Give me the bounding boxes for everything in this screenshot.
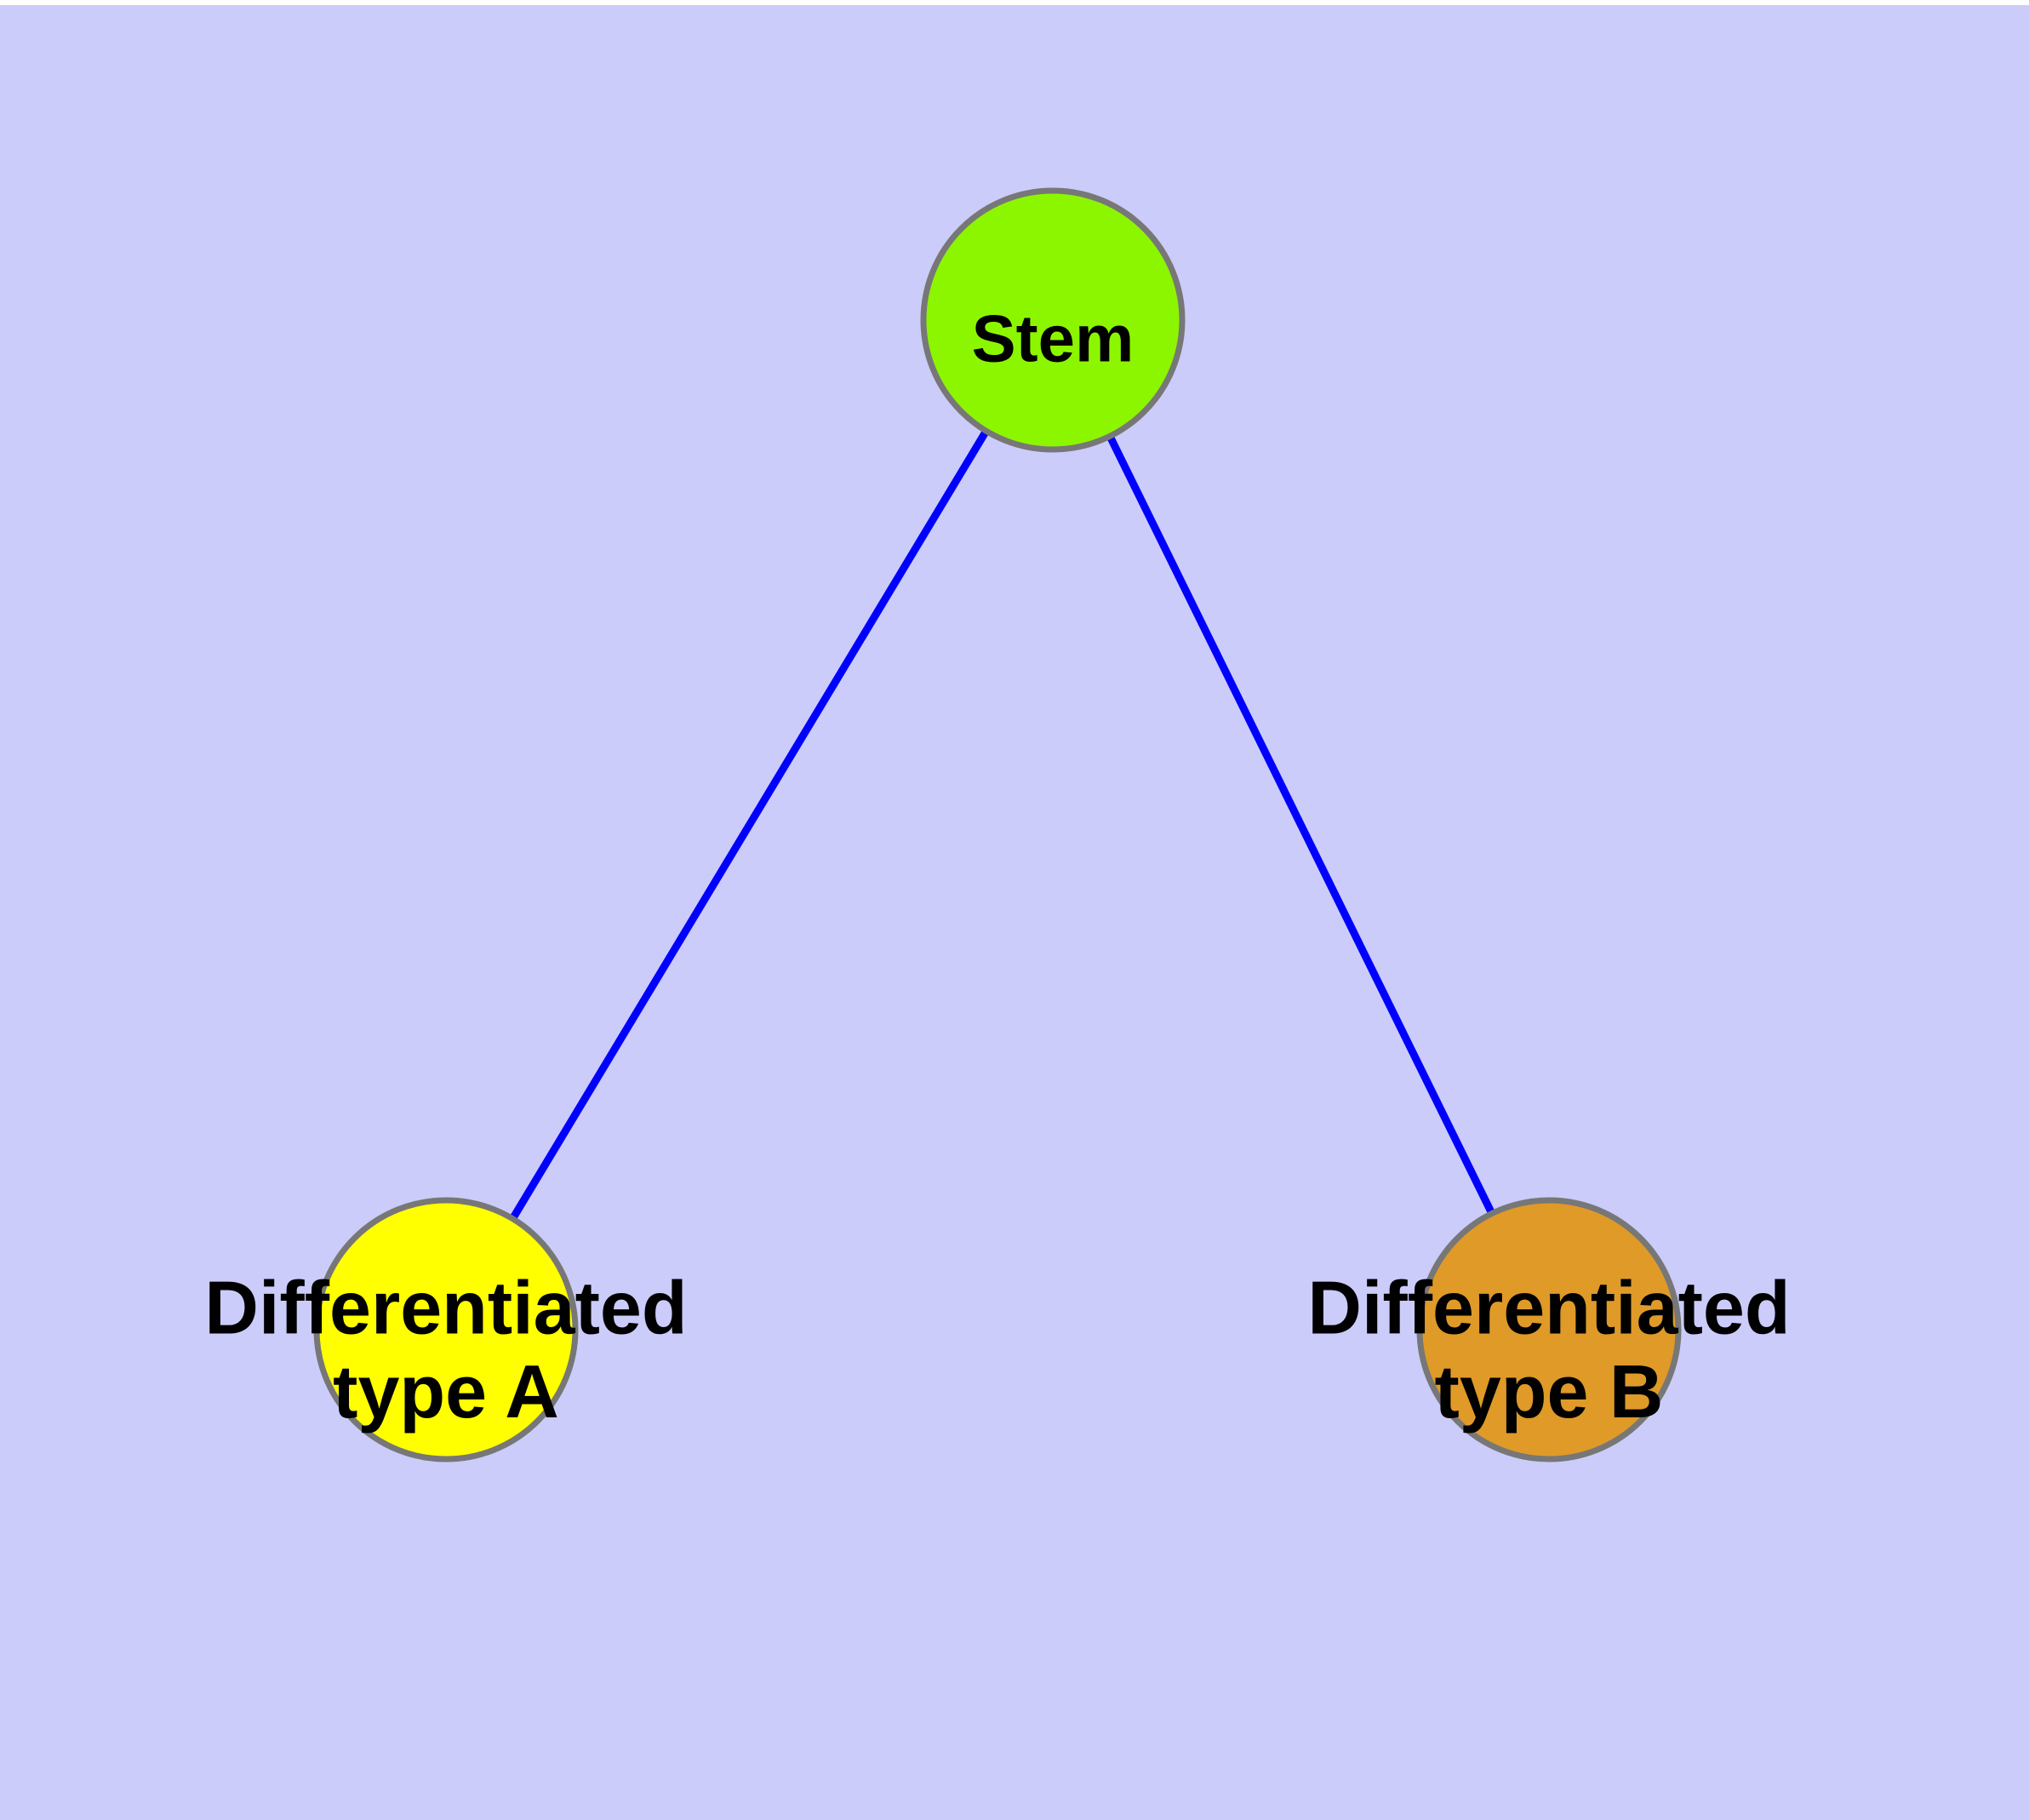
graph-node-diff_b[interactable] [1416,1197,1682,1462]
graph-node-stem[interactable] [920,187,1186,453]
node-label-line: type B [1435,1349,1664,1434]
graph-node-diff_a[interactable] [313,1197,579,1462]
graph-edge[interactable] [443,318,1056,1332]
node-label-line: Differentiated [1307,1266,1790,1350]
nodes-layer [313,187,1682,1462]
node-label-line: Differentiated [204,1266,687,1350]
edges-layer [443,318,1553,1332]
node-label-line: Stem [972,300,1135,375]
node-label-stem: Stem [972,300,1135,375]
node-label-line: type A [333,1349,559,1434]
graph-edge[interactable] [1049,318,1553,1331]
